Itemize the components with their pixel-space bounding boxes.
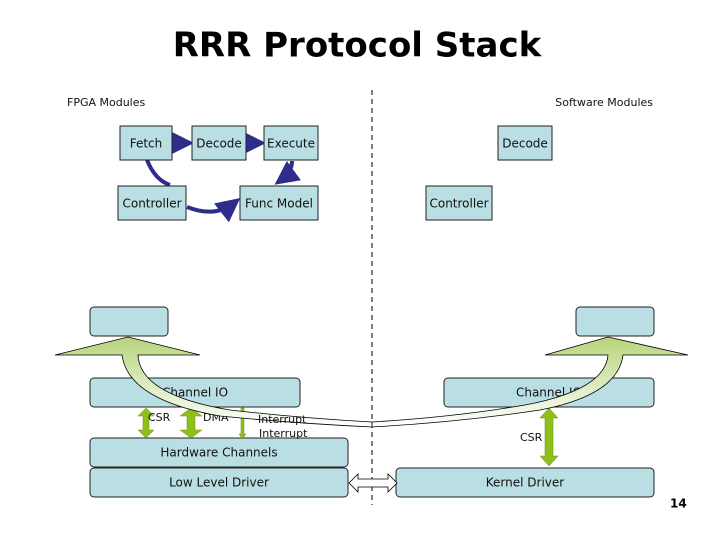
sw-decode-box bbox=[497, 125, 553, 161]
sw-controller-label: Controller bbox=[429, 197, 488, 211]
sw-decode-label: Decode bbox=[502, 137, 548, 151]
fpga-decode-label: Decode bbox=[196, 137, 242, 151]
module-arrows bbox=[145, 131, 301, 223]
fpga-decode-box bbox=[191, 125, 247, 161]
fpga-func-model-box bbox=[239, 185, 319, 221]
sw-csr-arrow-icon bbox=[539, 407, 559, 467]
fpga-func-model-label: Func Model bbox=[245, 197, 313, 211]
dma-arrow-icon bbox=[179, 407, 203, 439]
sw-csr-label: CSR bbox=[520, 431, 543, 444]
fpga-controller-label: Controller bbox=[122, 197, 181, 211]
fpga-execute-box bbox=[263, 125, 319, 161]
driver-link-arrow-icon bbox=[348, 473, 398, 493]
page-number: 14 bbox=[670, 497, 687, 511]
fpga-fetch-box bbox=[119, 125, 173, 161]
sw-empty-box bbox=[575, 306, 655, 337]
fpga-interrupt-label: Interrupt bbox=[259, 427, 308, 440]
kernel-driver-label: Kernel Driver bbox=[486, 476, 565, 490]
fpga-empty-box bbox=[89, 306, 169, 337]
fpga-channel-io-label: Channel IO bbox=[162, 386, 228, 400]
interrupt-hidden-label: Interrupt bbox=[258, 413, 307, 426]
fpga-csr-label: CSR bbox=[148, 411, 171, 424]
sw-upward-curved-arrow bbox=[371, 336, 689, 428]
fpga-controller-box bbox=[117, 185, 187, 221]
software-heading: Software Modules bbox=[555, 96, 653, 109]
csr-arrow-icon bbox=[137, 407, 155, 439]
hardware-channels-label: Hardware Channels bbox=[160, 446, 277, 460]
fpga-execute-label: Execute bbox=[267, 137, 315, 151]
hardware-channels-box bbox=[89, 437, 349, 468]
fpga-heading: FPGA Modules bbox=[67, 96, 146, 109]
low-level-driver-label: Low Level Driver bbox=[169, 476, 269, 490]
page-title: RRR Protocol Stack bbox=[173, 26, 543, 66]
low-level-driver-box bbox=[89, 467, 349, 498]
sw-controller-box bbox=[425, 185, 493, 221]
fpga-fetch-label: Fetch bbox=[130, 137, 163, 151]
